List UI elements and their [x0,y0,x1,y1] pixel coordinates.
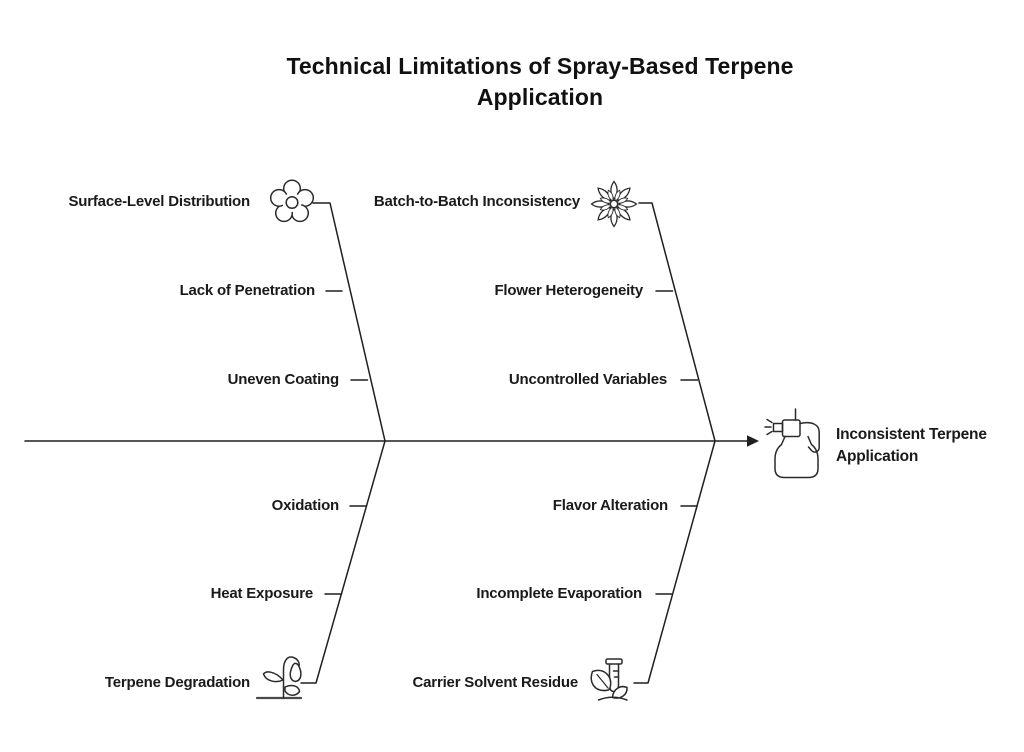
effect-label-inconsistent-terpene-application: Inconsistent Terpene Application [836,426,987,465]
cause-label-heat-exposure: Heat Exposure [210,585,314,602]
cause-label-incomplete-evaporation: Incomplete Evaporation [476,585,642,602]
five-petal-flower-icon [269,179,315,223]
branch-label-carrier-solvent-residue: Carrier Solvent Residue [412,674,579,691]
arrowhead [747,435,759,447]
branch-line-top-right [638,202,716,442]
cause-label-oxidation: Oxidation [271,497,340,514]
spray-bottle-icon [764,408,820,479]
branch-line-top-left [312,202,386,442]
cause-label-flavor-alteration: Flavor Alteration [552,497,668,514]
wilted-plant-icon [255,656,303,700]
diagram-title: Technical Limitations of Spray-Based Ter… [286,53,794,110]
cause-label-uncontrolled-variables: Uncontrolled Variables [508,371,667,388]
cause-label-uneven-coating: Uneven Coating [227,371,340,388]
branch-label-surface-level-distribution: Surface-Level Distribution [68,193,250,210]
branch-line-bottom-left [300,440,386,684]
branch-label-terpene-degradation: Terpene Degradation [104,674,250,691]
dahlia-flower-icon [590,180,638,228]
flask-with-leaves-icon [590,658,628,701]
cause-label-lack-of-penetration: Lack of Penetration [179,282,316,299]
branch-label-batch-to-batch-inconsistency: Batch-to-Batch Inconsistency [373,193,580,210]
branch-line-bottom-right [633,440,716,684]
cause-label-flower-heterogeneity: Flower Heterogeneity [494,282,643,299]
